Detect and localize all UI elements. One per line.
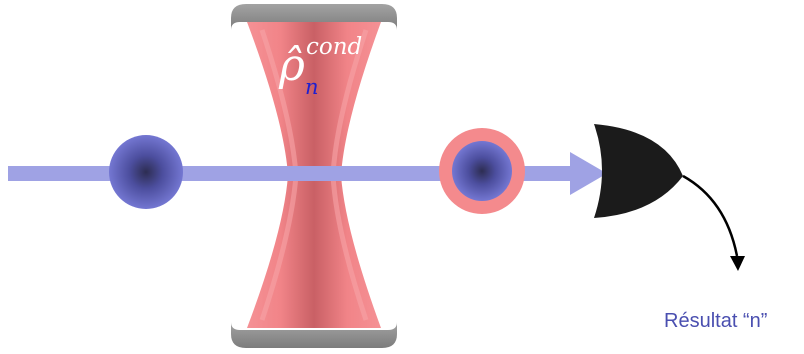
top-mirror (231, 4, 397, 30)
incoming-atom (109, 135, 183, 209)
detector (594, 124, 683, 218)
bottom-mirror (231, 322, 397, 348)
outgoing-atom (452, 141, 512, 201)
field-state-label: ρ̂ cond n (279, 36, 362, 98)
rho-superscript: cond (306, 34, 363, 60)
readout-arrow-line (682, 174, 739, 257)
readout-arrowhead (730, 256, 745, 271)
rho-hat-symbol: ρ̂ (279, 40, 305, 91)
rho-subscript: n (305, 75, 319, 99)
beam-arrowhead (570, 152, 607, 195)
measurement-result-label: Résultat “n” (664, 310, 768, 332)
